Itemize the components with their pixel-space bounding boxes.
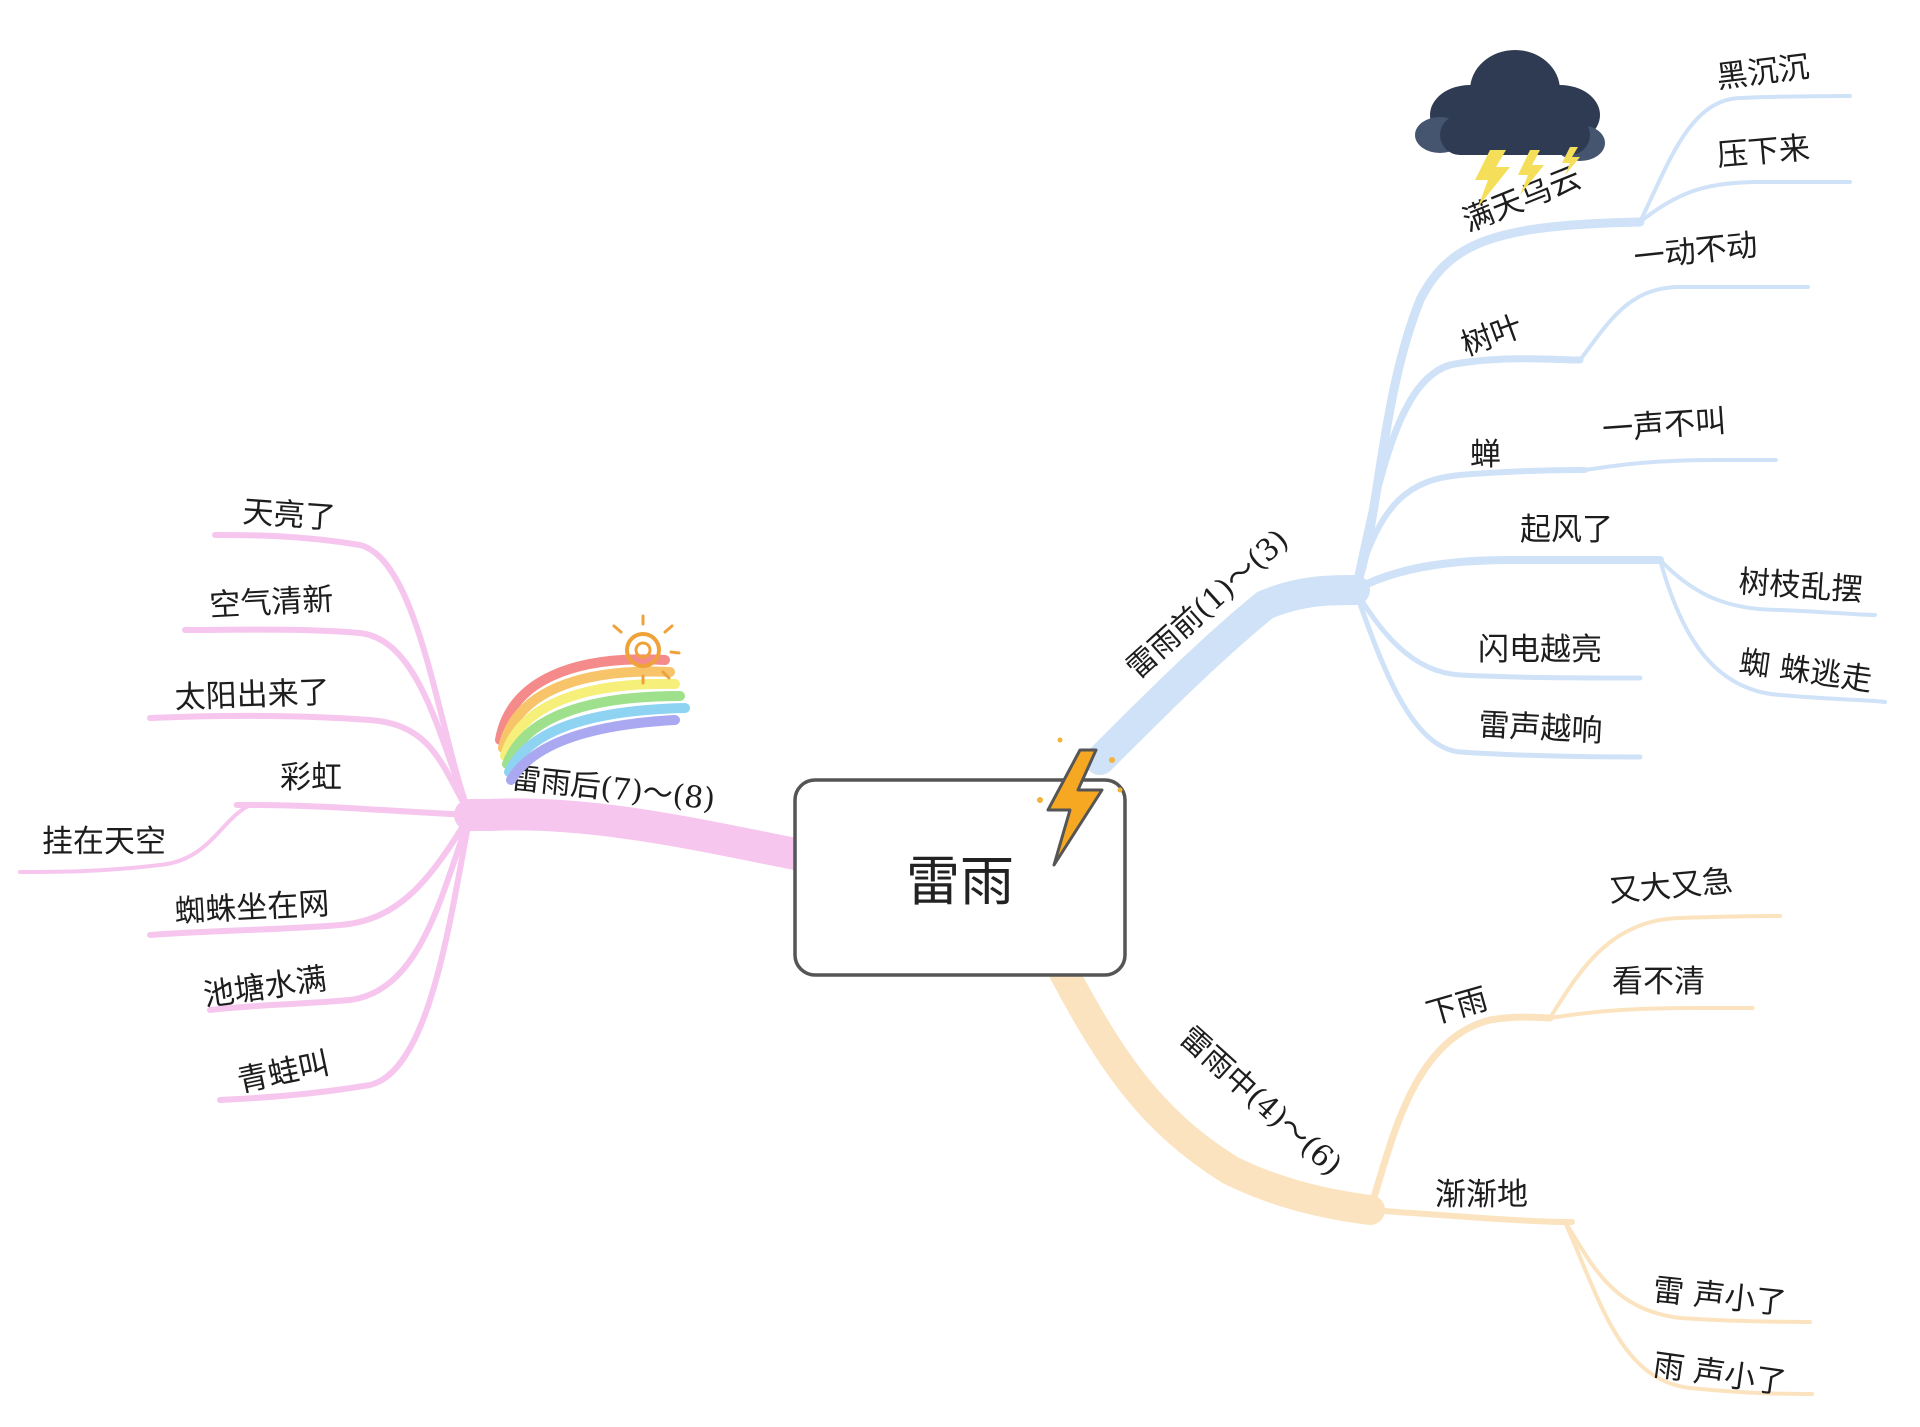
- node-before-0-1[interactable]: 压下来: [1716, 130, 1812, 174]
- node-before-5[interactable]: 雷声越响: [1478, 707, 1604, 749]
- node-before-2-0[interactable]: 一声不叫: [1601, 403, 1727, 448]
- storm-cloud-icon: [1415, 50, 1605, 207]
- node-during-0-1[interactable]: 看不清: [1612, 964, 1705, 1000]
- node-before-1-0[interactable]: 一动不动: [1632, 227, 1759, 276]
- central-label: 雷雨: [906, 850, 1014, 913]
- node-during-1-1[interactable]: 雨 声小了: [1651, 1347, 1789, 1401]
- node-before-2[interactable]: 蝉: [1470, 437, 1501, 473]
- rainbow-sun-icon: [495, 614, 690, 785]
- node-after-1[interactable]: 空气清新: [209, 582, 335, 624]
- lightning-bolt-icon: [1037, 737, 1123, 867]
- node-during-0-0[interactable]: 又大又急: [1608, 863, 1735, 910]
- central-node[interactable]: 雷雨: [793, 778, 1127, 977]
- node-before-0-0[interactable]: 黑沉沉: [1715, 49, 1812, 96]
- node-after-4[interactable]: 蜘蛛坐在网: [174, 886, 331, 930]
- node-before-4[interactable]: 闪电越亮: [1478, 632, 1602, 668]
- node-after-2[interactable]: 太阳出来了: [174, 675, 330, 716]
- after-branch-lines: [18, 532, 816, 1103]
- node-before-3[interactable]: 起风了: [1520, 512, 1613, 548]
- node-after-3[interactable]: 彩虹: [280, 760, 342, 796]
- node-after-0[interactable]: 天亮了: [241, 494, 336, 536]
- node-during-1-0[interactable]: 雷 声小了: [1651, 1272, 1788, 1322]
- before-branch-lines: [1085, 94, 1887, 775]
- node-before-1[interactable]: 树叶: [1456, 308, 1527, 363]
- during-branch-lines: [1045, 914, 1814, 1396]
- node-before-3-0[interactable]: 树枝乱摆: [1737, 564, 1863, 609]
- node-during-1[interactable]: 渐渐地: [1435, 1177, 1528, 1213]
- node-after-3-0[interactable]: 挂在天空: [42, 824, 166, 860]
